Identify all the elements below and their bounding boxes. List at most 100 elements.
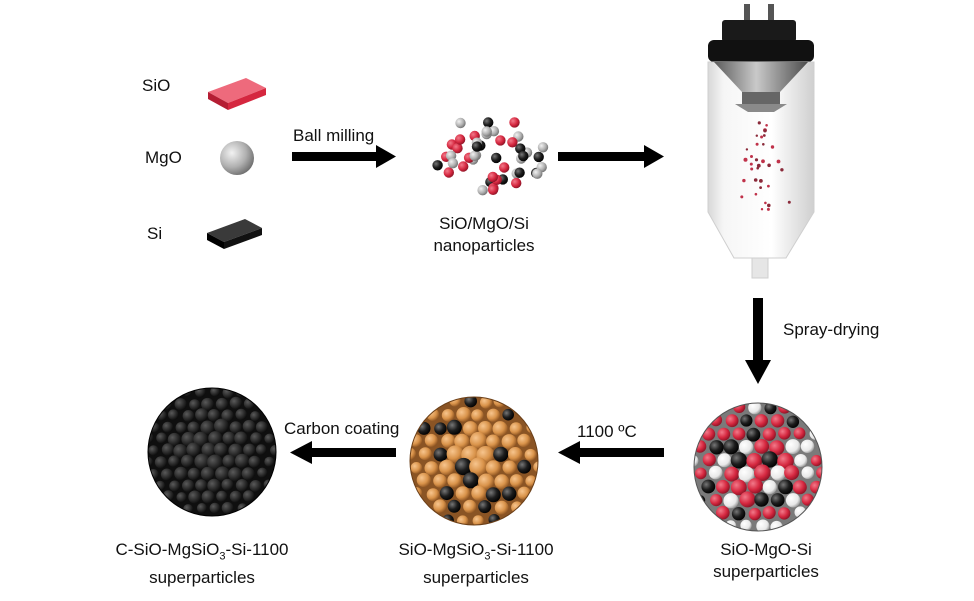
- superparticle-grain: [434, 422, 447, 435]
- carbon-coating-arrow: [290, 441, 396, 464]
- superparticle-grain: [193, 431, 209, 447]
- c-sio-mgsio3-caption-line1: C-SiO-MgSiO3-Si-1100: [115, 540, 289, 563]
- superparticle-grain: [533, 461, 538, 473]
- spray-droplet: [780, 168, 784, 172]
- spray-droplet: [759, 186, 762, 190]
- nanoparticle: [532, 168, 543, 179]
- superparticle-grain: [255, 444, 267, 455]
- superparticle-grain: [207, 478, 221, 493]
- sio-mgsio3-caption-line2: superparticles: [423, 568, 529, 588]
- superparticle-grain: [221, 409, 234, 422]
- superparticle-grain: [229, 421, 242, 434]
- superparticle-grain: [777, 452, 794, 470]
- superparticle-grain: [234, 453, 250, 469]
- superparticle-grain: [215, 466, 230, 482]
- superparticle-grain: [517, 486, 531, 500]
- spray-droplet: [749, 162, 753, 166]
- superparticle-grain: [200, 420, 215, 435]
- nanoparticle: [458, 161, 469, 172]
- spray-droplet: [767, 184, 770, 188]
- nanoparticle-cluster-icon: [432, 117, 549, 196]
- superparticle-grain: [695, 467, 707, 480]
- superparticle-grain: [410, 462, 423, 474]
- superparticle-grain: [762, 427, 776, 441]
- superparticle-grain: [786, 415, 800, 428]
- superparticle-grain: [187, 421, 200, 434]
- superparticle-grain: [229, 490, 242, 503]
- superparticle-grain: [242, 419, 256, 433]
- superparticle-grain: [222, 431, 236, 445]
- superparticle-grain: [469, 457, 488, 477]
- spray-droplet: [754, 158, 759, 162]
- nanoparticle: [487, 184, 499, 195]
- superparticle-grain: [441, 433, 456, 448]
- sio-mgo-si-caption-line2: superparticles: [713, 562, 819, 581]
- spray-dryer-icon: [707, 4, 815, 279]
- superparticle-grain: [694, 454, 699, 467]
- superparticle-grain: [241, 467, 255, 481]
- superparticle-grain: [524, 448, 537, 461]
- superparticle-grain: [464, 397, 478, 408]
- superparticle-grain: [176, 492, 187, 503]
- nanoparticle: [432, 160, 443, 171]
- ball-milling-arrow: [292, 145, 396, 168]
- superparticle-grain: [740, 414, 753, 427]
- superparticle-grain: [785, 493, 801, 508]
- superparticle-grain: [148, 445, 159, 456]
- superparticle-grain: [748, 507, 762, 521]
- superparticle-grain: [462, 421, 478, 437]
- superparticle-grain: [215, 397, 229, 411]
- nanoparticle: [477, 185, 488, 196]
- superparticle-grain: [200, 466, 215, 481]
- superparticle-grain: [754, 464, 771, 482]
- superparticle-grain: [446, 419, 462, 435]
- superparticle-grain: [794, 454, 808, 467]
- superparticle-grain: [801, 466, 815, 480]
- superparticle-grain: [792, 480, 807, 495]
- sio-mgo-si-superparticle-icon: [693, 402, 823, 532]
- sio-mgsio3-caption: SiO-MgSiO3-Si-1100 superparticles: [376, 539, 576, 589]
- superparticle-grain: [702, 427, 716, 441]
- superparticle-grain: [701, 479, 716, 494]
- nanoparticle: [481, 126, 492, 137]
- superparticle-grain: [710, 494, 723, 507]
- superparticle-grain: [161, 399, 172, 410]
- superparticle-grain: [174, 398, 187, 411]
- superparticle-grain: [162, 490, 174, 502]
- spray-droplet: [756, 163, 761, 168]
- superparticle-grain: [740, 519, 752, 531]
- c-sio-mgsio3-caption: C-SiO-MgSiO3-Si-1100 superparticles: [92, 539, 312, 589]
- spray-droplet: [753, 178, 758, 182]
- superparticle-grain: [478, 421, 493, 436]
- superparticle-grain: [770, 493, 785, 507]
- superparticle-grain: [162, 421, 174, 433]
- nanoparticle: [518, 150, 529, 162]
- spray-droplet: [750, 155, 753, 158]
- sio-mgsio3-si-superparticle-icon: [409, 396, 539, 526]
- nanoparticle: [533, 151, 544, 163]
- superparticle-grain: [761, 451, 778, 468]
- superparticle-grain: [716, 505, 730, 520]
- superparticle-grain: [442, 514, 454, 525]
- ball-milling-label: Ball milling: [293, 126, 375, 145]
- superparticle-grain: [195, 408, 209, 422]
- spray-droplet: [743, 157, 748, 162]
- spray-droplet: [757, 121, 761, 125]
- superparticle-grain: [724, 466, 740, 482]
- spray-droplet: [740, 195, 744, 199]
- superparticle-grain: [433, 474, 447, 488]
- superparticle-grain: [234, 431, 248, 445]
- superparticle-grain: [469, 431, 487, 449]
- superparticle-grain: [169, 480, 181, 492]
- superparticle-grain: [456, 407, 472, 422]
- nanoparticles-caption-line2: nanoparticles: [433, 236, 535, 255]
- superparticle-grain: [250, 432, 263, 445]
- carbon-coated-superparticle-icon: [147, 387, 277, 517]
- spray-droplet: [767, 203, 771, 208]
- sio-mgo-si-caption: SiO-MgO-Si superparticles: [686, 539, 846, 583]
- superparticle-grain: [156, 432, 168, 444]
- superparticle-grain: [517, 459, 532, 474]
- superparticle-grain: [433, 499, 447, 513]
- superparticle-grain: [175, 422, 187, 434]
